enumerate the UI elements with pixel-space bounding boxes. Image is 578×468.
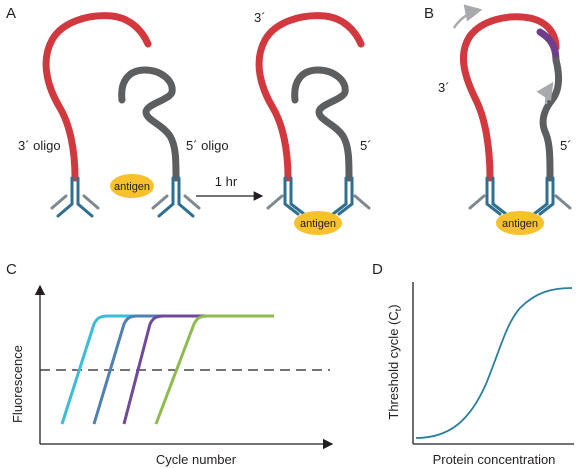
extended-three-prime-strand <box>460 13 560 182</box>
antibody-icon <box>151 176 201 218</box>
panel-d-letter: D <box>372 261 383 278</box>
five-prime-oligo-label: 5´ oligo <box>186 138 229 153</box>
extension-direction-arrow <box>536 81 554 105</box>
amplification-curve <box>122 314 250 425</box>
bound-three-prime-label: 3´ <box>254 10 266 25</box>
antibody-icon <box>331 176 371 216</box>
sigmoid-curve <box>415 287 573 439</box>
free-antigen-label: antigen <box>114 181 150 193</box>
bound-antigen-label: antigen <box>300 218 336 230</box>
extension-direction-arrow <box>452 4 483 29</box>
panel-a-letter: A <box>6 5 16 22</box>
bound-complex: antigen <box>255 12 371 235</box>
panel-b-antigen-label: antigen <box>502 218 538 230</box>
antibody-icon <box>532 176 572 216</box>
bound-three-prime-strand <box>255 12 365 182</box>
bound-five-prime-label: 5´ <box>360 138 372 153</box>
panel-b-three-prime-label: 3´ <box>438 80 450 95</box>
panel-a: A 3´ oligo antigen <box>6 5 372 235</box>
amplification-curve <box>154 314 274 425</box>
panel-c-letter: C <box>6 261 17 278</box>
panel-b: B antigen 3´ 5´ <box>424 4 572 235</box>
panel-b-antigen <box>496 211 544 235</box>
bound-five-prime-strand <box>291 66 353 182</box>
panel-d-ylabel: Threshold cycle (Ct) <box>386 304 403 419</box>
reaction-time-label: 1 hr <box>215 174 238 189</box>
antibody-icon <box>266 176 306 216</box>
panel-d: D Threshold cycle (Ct) Protein concentra… <box>372 261 574 467</box>
three-prime-oligo-label: 3´ oligo <box>18 138 61 153</box>
panel-c: C Fluorescence Cycle number <box>6 261 334 467</box>
panel-c-xlabel: Cycle number <box>156 452 237 467</box>
panel-b-five-prime-label: 5´ <box>560 138 572 153</box>
three-prime-oligo-strand <box>42 12 152 182</box>
extended-five-prime-strand <box>539 56 563 182</box>
panel-d-xlabel: Protein concentration <box>433 452 556 467</box>
five-prime-oligo-strand <box>118 66 180 182</box>
free-antigen: antigen <box>110 174 154 198</box>
panel-b-letter: B <box>424 5 434 22</box>
antibody-icon <box>468 176 508 216</box>
antibody-five-prime-oligo <box>118 66 201 218</box>
antibody-three-prime-oligo <box>42 12 152 218</box>
amplification-curve <box>60 314 200 425</box>
panel-c-ylabel: Fluorescence <box>10 345 25 423</box>
antibody-icon <box>50 176 100 218</box>
amplification-curve <box>92 314 230 425</box>
